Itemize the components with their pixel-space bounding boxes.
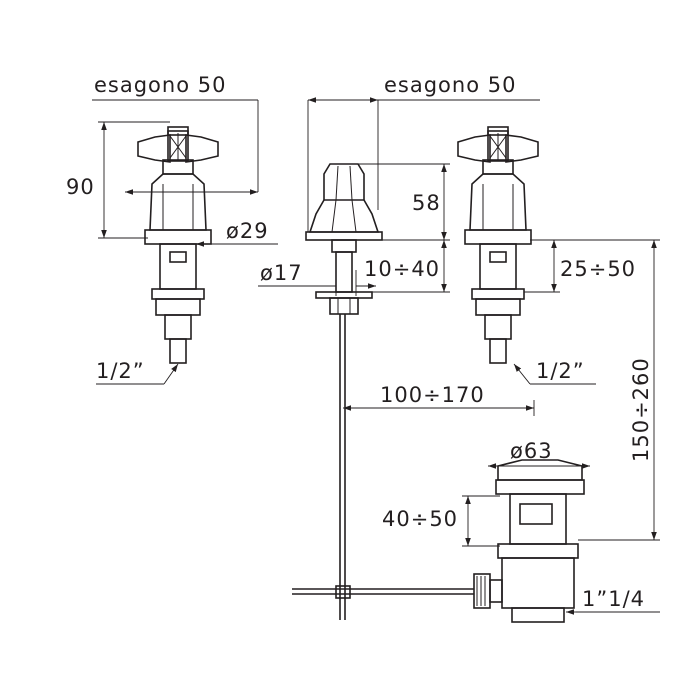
label-diameter-17: ø17: [260, 261, 303, 285]
right-tap: [457, 126, 539, 364]
label-range-25-50: 25÷50: [560, 257, 636, 281]
label-height-58: 58: [412, 191, 441, 215]
label-thread-left: 1/2”: [96, 359, 145, 383]
label-diameter-63: ø63: [510, 439, 553, 463]
waste-assembly: [292, 459, 585, 623]
label-hex-left: esagono 50: [94, 73, 226, 97]
label-range-100-170: 100÷170: [380, 383, 485, 407]
label-thread-right: 1/2”: [536, 359, 585, 383]
label-hex-center: esagono 50: [384, 73, 516, 97]
center-spout: [305, 163, 383, 620]
label-range-40-50: 40÷50: [382, 507, 458, 531]
label-range-10-40: 10÷40: [364, 257, 440, 281]
dimensions: [92, 97, 660, 615]
label-range-150-260: 150÷260: [629, 357, 653, 462]
label-height-90: 90: [66, 175, 95, 199]
label-diameter-29: ø29: [226, 219, 269, 243]
left-tap: [137, 126, 219, 364]
label-thread-waste: 1”1/4: [582, 587, 645, 611]
